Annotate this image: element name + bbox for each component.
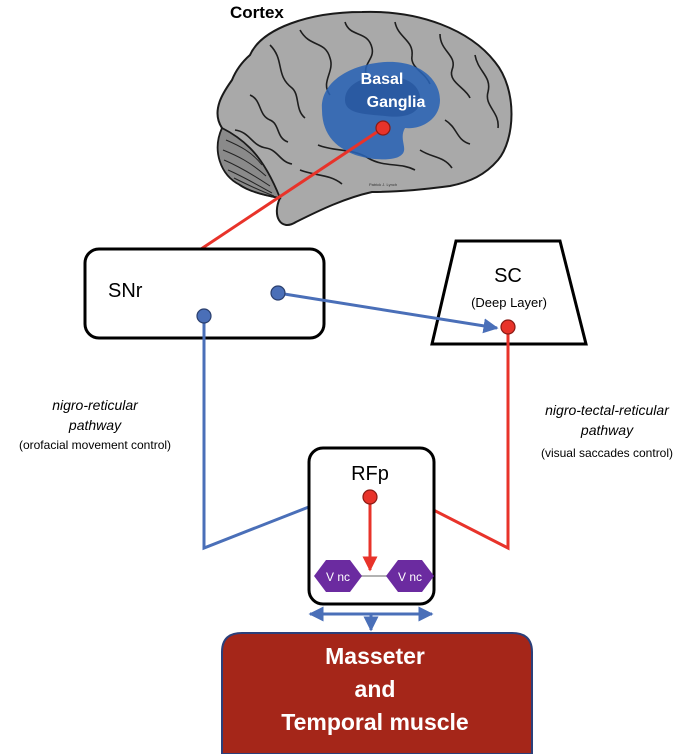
muscle-label-line3: Temporal muscle (281, 709, 468, 735)
nigro-tectal-label-line1: nigro-tectal-reticular (545, 402, 670, 418)
nigro-reticular-label-line2: pathway (68, 417, 122, 433)
snr-node-right (270, 285, 286, 301)
sc-label: SC (494, 265, 522, 287)
basal-ganglia-region (321, 61, 440, 160)
muscle-label-line2: and (355, 676, 396, 702)
rfp-label: RFp (351, 463, 389, 485)
nigro-reticular-label-line1: nigro-reticular (52, 397, 139, 413)
rfp-node (362, 489, 378, 505)
nigro-tectal-sublabel: (visual saccades control) (541, 446, 673, 460)
snr-label: SNr (108, 280, 143, 302)
sc-node (500, 319, 516, 335)
basal-ganglia-label-line1: Basal (361, 71, 404, 88)
arrow-snr-to-sc (277, 291, 499, 334)
cortex-label: Cortex (230, 3, 284, 22)
muscle-box (221, 632, 533, 754)
snr-node-bottom (196, 308, 212, 324)
sc-sublabel: (Deep Layer) (471, 295, 547, 310)
basal-ganglia-label-line2: Ganglia (367, 94, 426, 111)
brain-illustration (216, 10, 513, 226)
vnc-right-label: V nc (398, 570, 422, 584)
arrow-basal-ganglia-to-snr (175, 126, 384, 267)
arrow-sc-to-rfp (406, 327, 510, 551)
muscle-label-line1: Masseter (325, 643, 425, 669)
nigro-tectal-label-line2: pathway (580, 422, 634, 438)
nigro-reticular-sublabel: (orofacial movement control) (19, 438, 171, 452)
vnc-left-hexagon (314, 560, 362, 592)
sc-box (430, 239, 588, 346)
arrow-snr-to-rfp (202, 316, 344, 551)
basal-ganglia-node (375, 120, 391, 136)
brain-signature: Patrick J. Lynch (369, 182, 397, 187)
vnc-right-hexagon (386, 560, 434, 592)
vnc-left-label: V nc (326, 570, 350, 584)
